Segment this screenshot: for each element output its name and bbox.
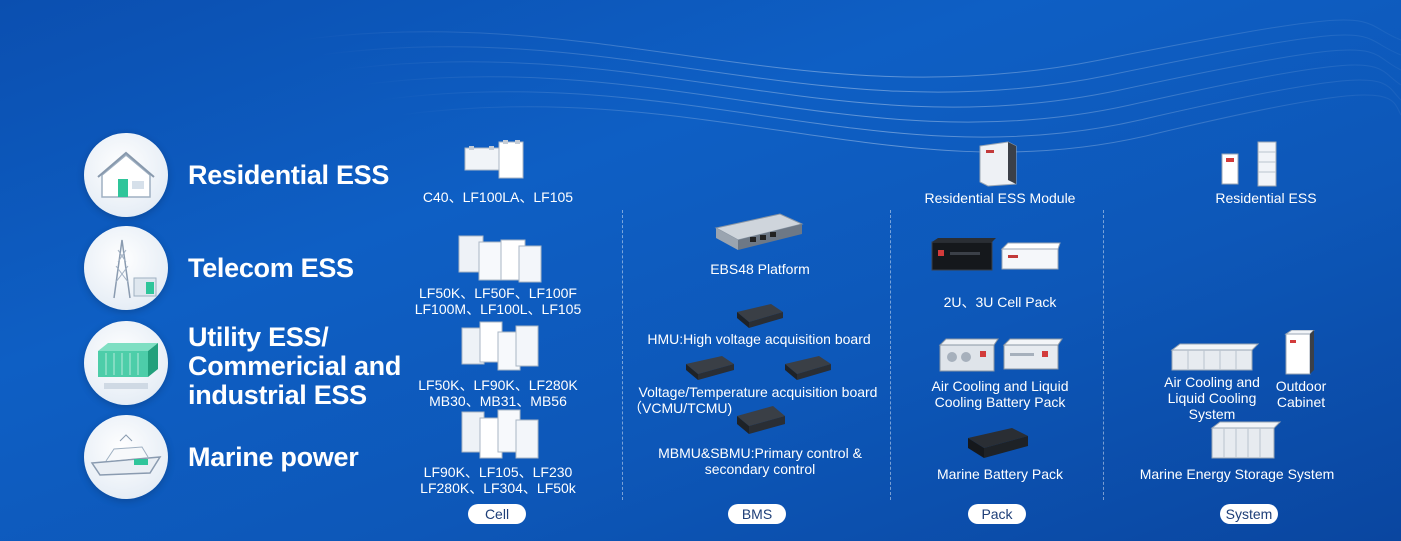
bms-mbmu-line-2: secondary control	[704, 461, 816, 477]
prismatic-cell-image	[464, 140, 524, 179]
cell-group-image	[461, 321, 539, 371]
category-system-pill[interactable]: System	[1220, 504, 1278, 524]
hmu-board-image	[737, 304, 783, 328]
container-icon	[84, 321, 168, 405]
marine-pack-image	[968, 428, 1028, 458]
pack-utility-label: Air Cooling and Liquid Cooling Battery P…	[900, 378, 1100, 410]
category-bms-pill[interactable]: BMS	[728, 504, 786, 524]
container-system-image	[1170, 343, 1260, 371]
vcmu-board-image	[686, 356, 734, 380]
application-telecom: Telecom ESS	[84, 226, 444, 312]
house-icon	[84, 133, 168, 217]
ebs48-platform-image	[714, 213, 804, 250]
liquid-cooling-pack-image	[1002, 338, 1063, 370]
bms-vcmu-line-2: （VCMU/TCMU)	[628, 400, 733, 416]
pack-utility-line-1: Air Cooling and Liquid	[931, 378, 1069, 394]
pack-residential-label: Residential ESS Module	[924, 190, 1076, 206]
system-utility-line-2: Liquid Cooling	[1167, 390, 1257, 406]
air-cooling-pack-image	[938, 338, 999, 372]
pack-telecom-label: 2U、3U Cell Pack	[943, 294, 1057, 310]
cell-utility-label: LF50K、LF90K、LF280K MB30、MB31、MB56	[398, 377, 598, 409]
system-utility-line-3: System	[1188, 406, 1236, 422]
bms-vcmu-line-1: Voltage/Temperature acquisition board	[638, 384, 878, 400]
utility-ess-title: Utility ESS/ Commericial and industrial …	[188, 323, 401, 410]
cell-group-image	[461, 409, 539, 459]
residential-module-image	[979, 141, 1017, 187]
application-marine: Marine power	[84, 415, 444, 501]
marine-system-image	[1210, 421, 1282, 459]
column-divider	[1103, 210, 1104, 500]
2u-cell-pack-image	[1000, 242, 1061, 270]
utility-ess-title-line-2: Commericial and	[188, 351, 402, 381]
system-outdoor-label: Outdoor Cabinet	[1266, 378, 1336, 410]
cell-telecom-line-2: LF100M、LF100L、LF105	[414, 301, 582, 317]
application-utility: Utility ESS/ Commericial and industrial …	[84, 321, 444, 410]
cell-telecom-label: LF50K、LF50F、LF100F LF100M、LF100L、LF105	[398, 285, 598, 317]
system-residential-label: Residential ESS	[1215, 190, 1317, 206]
system-utility-label: Air Cooling and Liquid Cooling System	[1150, 374, 1274, 422]
cell-utility-line-2: MB30、MB31、MB56	[429, 393, 567, 409]
outdoor-cabinet-image	[1284, 330, 1315, 375]
cell-marine-line-2: LF280K、LF304、LF50k	[420, 480, 576, 496]
bms-mbmu-line-1: MBMU&SBMU:Primary control &	[658, 445, 862, 461]
3u-cell-pack-image	[931, 238, 996, 271]
category-cell-pill[interactable]: Cell	[468, 504, 526, 524]
cell-marine-line-1: LF90K、LF105、LF230	[423, 464, 573, 480]
category-pack-pill[interactable]: Pack	[968, 504, 1026, 524]
mbmu-board-image	[737, 406, 785, 434]
application-residential: Residential ESS	[84, 133, 444, 219]
bms-hmu-label: HMU:High voltage acquisition board	[647, 331, 871, 347]
bms-vcmu-label: Voltage/Temperature acquisition board （V…	[628, 384, 888, 416]
column-divider	[622, 210, 623, 500]
cell-telecom-line-1: LF50K、LF50F、LF100F	[419, 285, 577, 301]
cell-utility-line-1: LF50K、LF90K、LF280K	[418, 377, 578, 393]
marine-power-title: Marine power	[188, 442, 359, 472]
residential-system-image	[1221, 141, 1277, 187]
bms-mbmu-label: MBMU&SBMU:Primary control & secondary co…	[620, 445, 900, 477]
cell-group-image	[458, 235, 542, 283]
pack-marine-label: Marine Battery Pack	[936, 466, 1064, 482]
system-outdoor-line-1: Outdoor	[1275, 378, 1327, 394]
system-utility-line-1: Air Cooling and	[1164, 374, 1260, 390]
system-marine-label: Marine Energy Storage System	[1139, 466, 1335, 482]
ship-icon	[84, 415, 168, 499]
system-outdoor-line-2: Cabinet	[1276, 394, 1326, 410]
pack-utility-line-2: Cooling Battery Pack	[934, 394, 1066, 410]
residential-ess-title: Residential ESS	[188, 160, 390, 190]
utility-ess-title-line-1: Utility ESS/	[188, 322, 329, 352]
telecom-ess-title: Telecom ESS	[188, 253, 354, 283]
bms-platform-label: EBS48 Platform	[710, 261, 810, 277]
utility-ess-title-line-3: industrial ESS	[188, 380, 367, 410]
cell-residential-label: C40、LF100LA、LF105	[422, 189, 574, 205]
column-divider	[890, 210, 891, 500]
cell-marine-label: LF90K、LF105、LF230 LF280K、LF304、LF50k	[398, 464, 598, 496]
telecom-tower-icon	[84, 226, 168, 310]
tcmu-board-image	[785, 356, 831, 380]
